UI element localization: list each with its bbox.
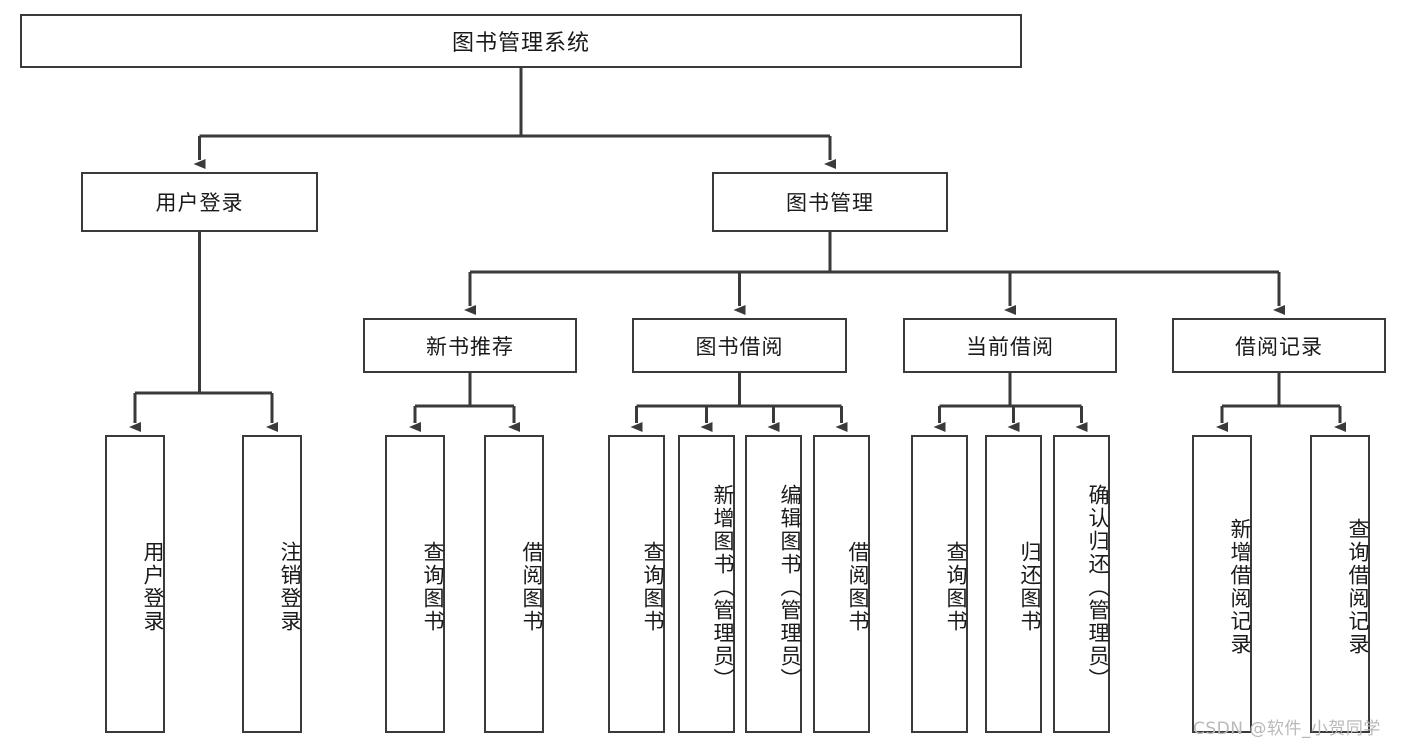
node-label: 借阅图书: [846, 541, 870, 633]
node-label: 归还图书: [1018, 541, 1042, 633]
csdn-watermark: CSDN @软件_小贺同学: [1193, 719, 1381, 739]
node-label: 借阅记录: [1235, 334, 1323, 359]
leaf-leaf-confirm-return-admin[interactable]: 确认归还（管理员）: [1053, 435, 1110, 733]
leaf-leaf-query-borrow-record[interactable]: 查询借阅记录: [1310, 435, 1370, 733]
node-label: 确认归还（管理员）: [1086, 483, 1110, 691]
node-label: 图书借阅: [695, 334, 784, 359]
leaf-leaf-borrow-book-2[interactable]: 借阅图书: [813, 435, 870, 733]
node-label: 借阅图书: [520, 541, 544, 633]
node-label: 用户登录: [141, 541, 165, 633]
node-label: 查询图书: [944, 541, 968, 633]
node-label: 用户登录: [155, 191, 244, 215]
leaf-leaf-return-book[interactable]: 归还图书: [985, 435, 1042, 733]
node-book-manage[interactable]: 图书管理: [712, 172, 948, 232]
leaf-leaf-query-book-3[interactable]: 查询图书: [911, 435, 968, 733]
leaf-leaf-logout-login[interactable]: 注销登录: [242, 435, 302, 733]
node-label: 图书管理系统: [451, 31, 590, 56]
leaf-leaf-query-book-1[interactable]: 查询图书: [385, 435, 445, 733]
node-label: 查询借阅记录: [1346, 518, 1370, 656]
leaf-leaf-edit-book-admin[interactable]: 编辑图书（管理员）: [745, 435, 802, 733]
leaf-leaf-add-borrow-record[interactable]: 新增借阅记录: [1192, 435, 1252, 733]
node-label: 当前借阅: [966, 334, 1054, 359]
node-user-login[interactable]: 用户登录: [81, 172, 318, 232]
node-new-book-recommend[interactable]: 新书推荐: [363, 318, 577, 373]
node-label: 编辑图书（管理员）: [778, 483, 802, 691]
node-label: 图书管理: [786, 191, 874, 215]
node-current-borrow[interactable]: 当前借阅: [903, 318, 1117, 373]
node-borrow-record[interactable]: 借阅记录: [1172, 318, 1386, 373]
node-label: 新增借阅记录: [1228, 518, 1252, 656]
node-label: 查询图书: [421, 541, 445, 633]
node-label: 注销登录: [278, 541, 302, 633]
node-label: 新增图书（管理员）: [711, 483, 735, 691]
node-label: 新书推荐: [426, 334, 514, 359]
node-label: 查询图书: [641, 541, 665, 633]
leaf-leaf-add-book-admin[interactable]: 新增图书（管理员）: [678, 435, 735, 733]
leaf-leaf-borrow-book-1[interactable]: 借阅图书: [484, 435, 544, 733]
leaf-leaf-user-login[interactable]: 用户登录: [105, 435, 165, 733]
root-node-root[interactable]: 图书管理系统: [20, 14, 1022, 68]
leaf-leaf-query-book-2[interactable]: 查询图书: [608, 435, 665, 733]
node-book-borrow[interactable]: 图书借阅: [632, 318, 847, 373]
